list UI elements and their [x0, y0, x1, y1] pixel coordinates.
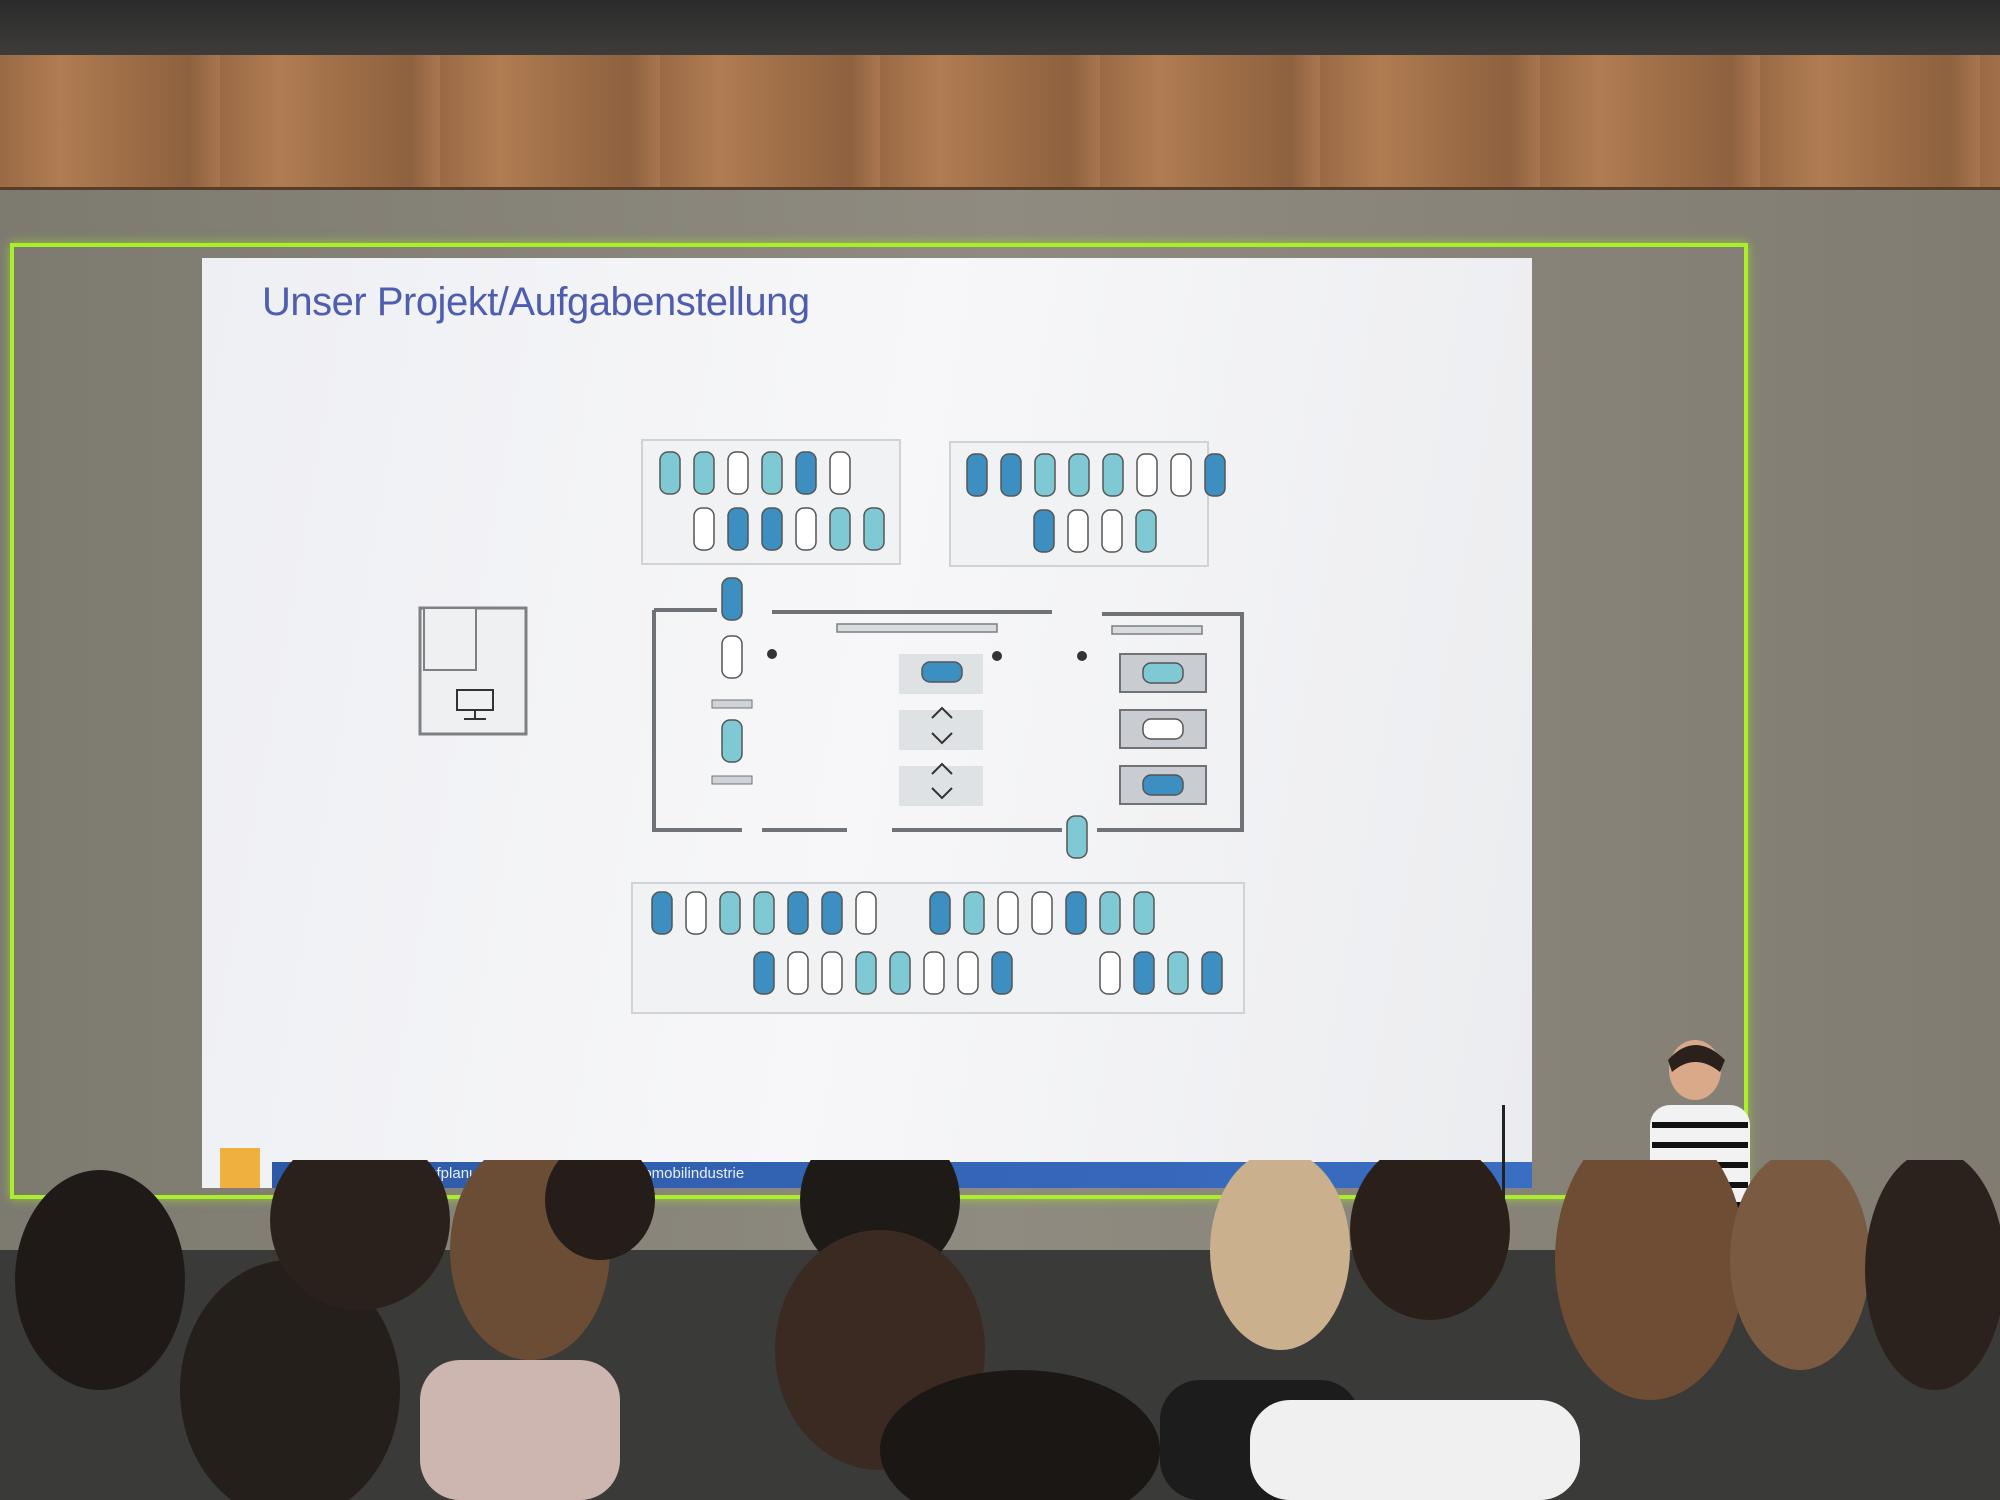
factory-floorplan-diagram	[418, 439, 1245, 1014]
car-icon	[963, 891, 985, 935]
car-icon	[1167, 951, 1189, 995]
logo-icon	[220, 1148, 260, 1188]
car-icon	[685, 891, 707, 935]
car-icon	[923, 951, 945, 995]
ceiling	[0, 0, 2000, 55]
office-building	[418, 606, 528, 736]
car-icon	[855, 951, 877, 995]
car-icon	[821, 891, 843, 935]
car-icon	[957, 951, 979, 995]
car-icon	[1099, 951, 1121, 995]
car-icon	[795, 507, 817, 551]
car-icon	[727, 507, 749, 551]
car-icon	[829, 507, 851, 551]
car-icon	[795, 451, 817, 495]
car-icon	[1135, 509, 1157, 553]
car-icon	[821, 951, 843, 995]
car-group	[651, 451, 1226, 995]
car-icon	[787, 891, 809, 935]
car-icon	[727, 451, 749, 495]
car-icon	[693, 507, 715, 551]
car-icon	[1102, 453, 1124, 497]
chevron-up-icon	[931, 706, 953, 719]
audience	[15, 1160, 2000, 1500]
car-icon	[1034, 453, 1056, 497]
car-icon	[1136, 453, 1158, 497]
car-icon	[997, 891, 1019, 935]
person-icon	[992, 651, 1002, 661]
car-icon	[1170, 453, 1192, 497]
microphone-stand	[1502, 1105, 1505, 1255]
chevron-down-icon	[931, 787, 953, 800]
car-icon	[1066, 815, 1088, 859]
monitor-icon	[456, 689, 494, 720]
car-icon	[1204, 453, 1226, 497]
car-icon	[1201, 951, 1223, 995]
car-icon	[1068, 453, 1090, 497]
car-icon	[787, 951, 809, 995]
car-icon	[719, 891, 741, 935]
car-icon	[1099, 891, 1121, 935]
car-icon	[855, 891, 877, 935]
car-icon	[721, 635, 743, 679]
car-icon	[1101, 509, 1123, 553]
car-icon	[991, 951, 1013, 995]
car-icon	[1031, 891, 1053, 935]
car-icon	[761, 451, 783, 495]
car-icon	[1067, 509, 1089, 553]
car-icon	[721, 719, 743, 763]
car-icon	[929, 891, 951, 935]
car-icon	[693, 451, 715, 495]
wood-paneling	[0, 55, 2000, 195]
car-icon	[829, 451, 851, 495]
person-icon	[1077, 651, 1087, 661]
car-icon	[721, 577, 743, 621]
car-icon	[1142, 718, 1184, 740]
car-icon	[753, 951, 775, 995]
car-icon	[753, 891, 775, 935]
chevron-up-icon	[931, 762, 953, 775]
car-icon	[1142, 662, 1184, 684]
car-icon	[1000, 453, 1022, 497]
car-icon	[889, 951, 911, 995]
presentation-slide: Unser Projekt/Aufgabenstellung	[202, 258, 1532, 1188]
car-icon	[1065, 891, 1087, 935]
car-icon	[1133, 951, 1155, 995]
chevron-down-icon	[931, 732, 953, 745]
car-icon	[966, 453, 988, 497]
car-icon	[863, 507, 885, 551]
car-icon	[1133, 891, 1155, 935]
car-icon	[1033, 509, 1055, 553]
car-icon	[761, 507, 783, 551]
car-icon	[659, 451, 681, 495]
car-icon	[921, 661, 963, 683]
slide-title: Unser Projekt/Aufgabenstellung	[262, 280, 810, 324]
car-icon	[651, 891, 673, 935]
car-icon	[1142, 774, 1184, 796]
person-icon	[767, 649, 777, 659]
